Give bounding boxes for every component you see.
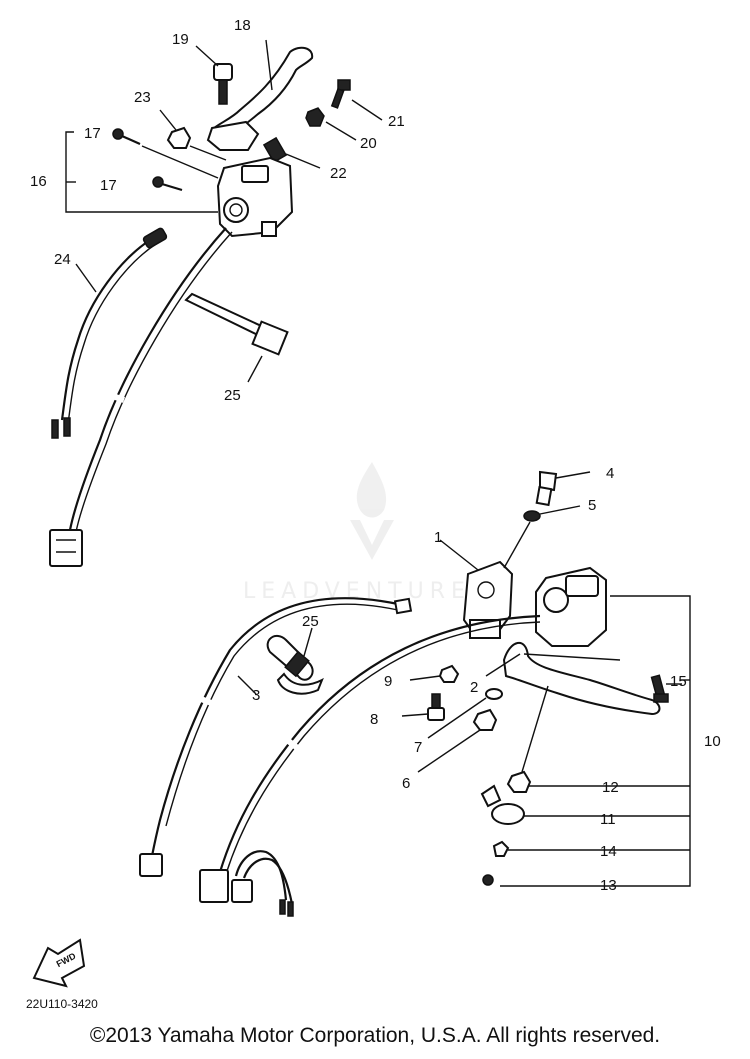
callout-6: 6	[402, 775, 410, 792]
front-direction-arrow: FWD	[32, 938, 86, 988]
reference-code: 22U110-3420	[26, 997, 98, 1011]
callout-21: 21	[388, 113, 405, 130]
cable-band-lower	[266, 634, 324, 695]
callout-25b: 25	[302, 613, 319, 630]
lead-terminals	[51, 417, 71, 439]
nut-9	[438, 664, 460, 683]
callout-8: 8	[370, 711, 378, 728]
callout-15: 15	[670, 673, 687, 690]
nut-23	[166, 126, 192, 149]
brake-lever	[502, 642, 661, 716]
bolt-8	[427, 693, 445, 721]
callout-2: 2	[470, 679, 478, 696]
callout-13: 13	[600, 877, 617, 894]
callout-16: 16	[30, 173, 47, 190]
callout-18: 18	[234, 17, 251, 34]
pivot-bolt	[213, 63, 233, 105]
nut-6	[472, 708, 498, 731]
bracket-16	[65, 131, 218, 213]
right-switch-cable	[218, 614, 541, 873]
callout-19: 19	[172, 31, 189, 48]
bolt-21	[330, 79, 351, 109]
left-switch-connector	[49, 529, 83, 567]
callout-4: 4	[606, 465, 614, 482]
callout-5: 5	[588, 497, 596, 514]
nut-20	[305, 107, 325, 127]
screw-17a	[112, 128, 141, 146]
watermark-text: LEADVENTURE	[243, 579, 471, 604]
switch-11	[480, 784, 525, 825]
bolt-4	[535, 470, 558, 507]
bolt-15	[650, 674, 669, 703]
right-switch-housing	[535, 566, 607, 647]
spring-22	[262, 136, 288, 164]
washer-5	[523, 510, 541, 522]
callout-12: 12	[602, 779, 619, 796]
callout-14: 14	[600, 843, 617, 860]
connector-3	[139, 853, 163, 877]
o-ring-7	[485, 688, 503, 700]
callout-20: 20	[360, 135, 377, 152]
callout-24: 24	[54, 251, 71, 268]
callout-23: 23	[134, 89, 151, 106]
left-switch-housing	[216, 156, 294, 238]
callout-7: 7	[414, 739, 422, 756]
callout-9: 9	[384, 673, 392, 690]
right-switch-connectors	[199, 850, 294, 917]
callout-25a: 25	[224, 387, 241, 404]
boot-12	[506, 770, 532, 793]
copyright-notice: ©2013 Yamaha Motor Corporation, U.S.A. A…	[89, 1024, 661, 1047]
callout-11: 11	[600, 811, 616, 828]
brake-switch-cable-3	[150, 597, 399, 857]
watermark-logo: LEADVENTURE	[243, 462, 471, 604]
screw-13	[482, 874, 494, 886]
cable-band-upper	[184, 292, 289, 356]
clutch-switch-lead	[60, 239, 151, 421]
callout-1: 1	[434, 529, 442, 546]
callout-17b: 17	[100, 177, 117, 194]
callout-17a: 17	[84, 125, 101, 142]
master-cylinder	[462, 560, 514, 639]
bracket-10	[500, 595, 691, 887]
washer-14	[492, 840, 510, 857]
callout-10: 10	[704, 733, 721, 750]
left-switch-cable	[68, 227, 227, 531]
callout-3: 3	[252, 687, 260, 704]
lever-bracket	[206, 120, 260, 151]
callout-22: 22	[330, 165, 347, 182]
screw-17b	[152, 176, 183, 192]
